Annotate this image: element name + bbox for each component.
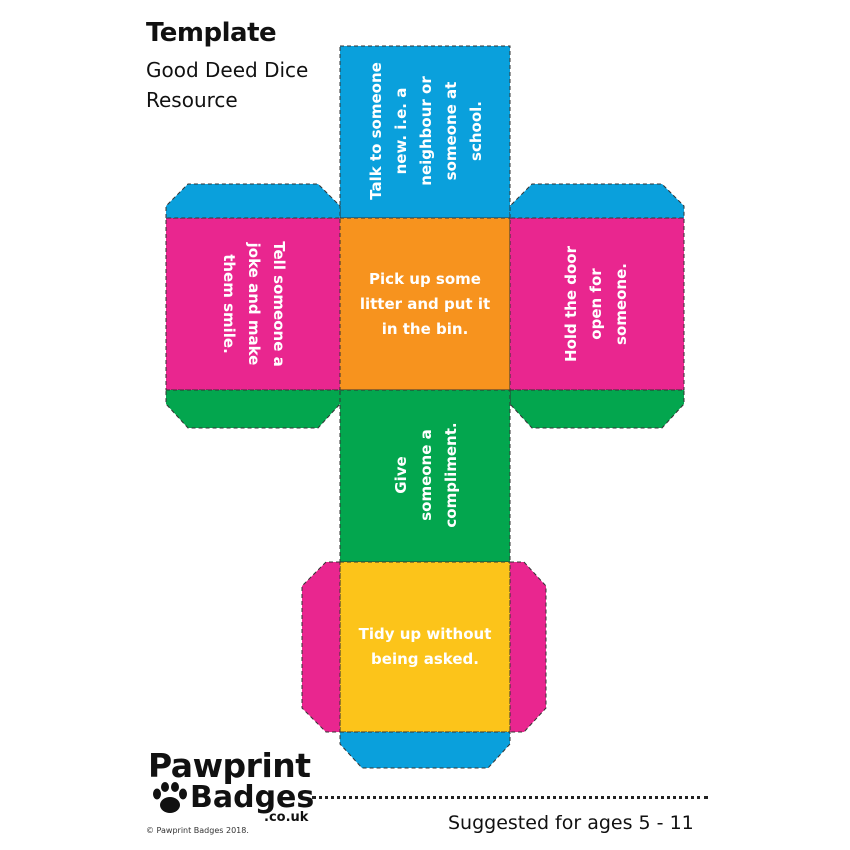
face-left	[165, 217, 341, 391]
suggested-ages-text: Suggested for ages 5 - 11	[448, 812, 694, 834]
face-middle-lower	[339, 389, 511, 563]
logo-domain: .co.uk	[264, 810, 309, 825]
subtitle-line-2: Resource	[146, 88, 238, 112]
logo-word-badges: Badges	[190, 780, 315, 815]
face-right	[509, 217, 685, 391]
face-top-text: Talk to someone new. i.e. a neighbour or…	[366, 62, 485, 200]
subtitle-line-1: Good Deed Dice	[146, 58, 309, 82]
flap-right-top	[509, 183, 685, 219]
copyright-text: © Pawprint Badges 2018.	[146, 826, 249, 835]
page-title: Template	[146, 18, 277, 48]
face-middle-lower-text: Give someone a compliment.	[391, 422, 460, 528]
face-bottom	[339, 561, 511, 733]
flap-left-bottom	[165, 389, 341, 429]
flap-bottom	[339, 731, 511, 769]
face-right-text: Hold the door open for someone.	[561, 246, 630, 362]
flap-left-top	[165, 183, 341, 219]
flap-right-bottom	[509, 389, 685, 429]
face-bottom-text: Tidy up without being asked.	[358, 625, 492, 668]
face-top	[339, 45, 511, 219]
flap-bottom-left	[301, 561, 341, 733]
dotted-divider	[312, 796, 708, 799]
logo-word-pawprint: Pawprint	[148, 746, 311, 785]
face-center-text: Pick up some litter and put it in the bi…	[359, 269, 491, 338]
face-left-text: Tell someone a joke and make them smile.	[220, 241, 289, 367]
paw-print-icon	[153, 782, 187, 813]
flap-bottom-right	[509, 561, 547, 733]
